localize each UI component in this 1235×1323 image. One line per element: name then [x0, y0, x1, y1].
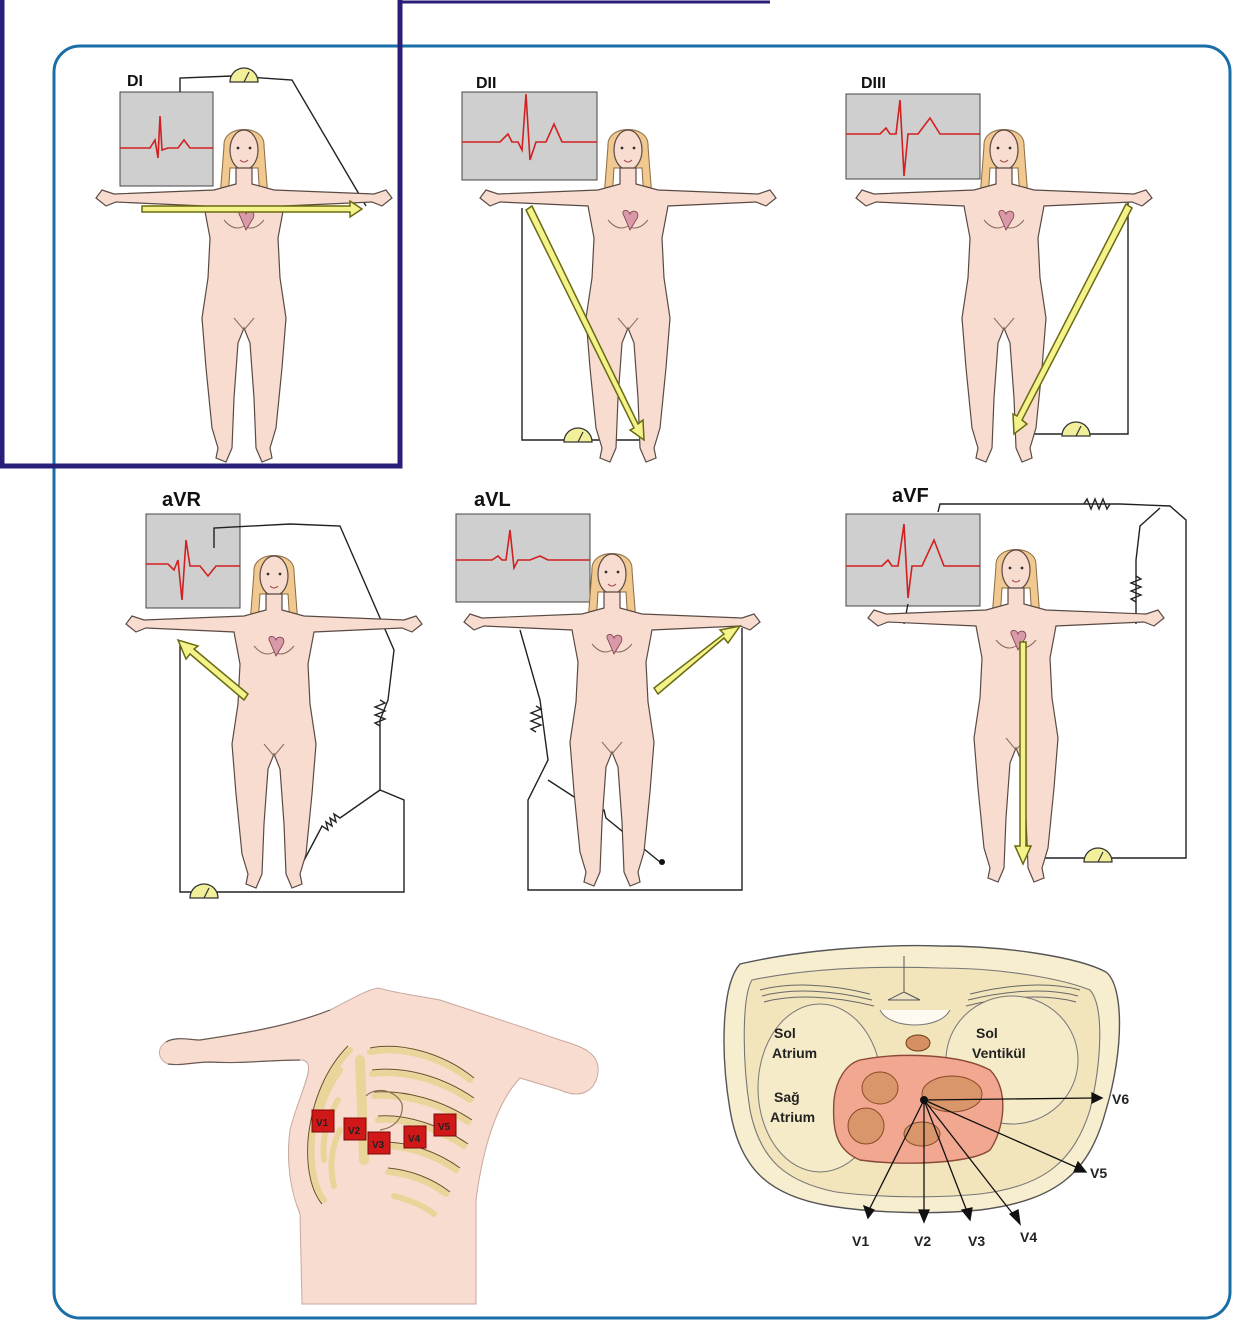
highlight-box-di [2, 0, 400, 466]
wire-avf-branch [1136, 508, 1160, 624]
ecg-strip-avf [846, 514, 980, 606]
label-sol-atrium-2: Atrium [772, 1045, 817, 1061]
lead-avl-title: aVL [474, 489, 511, 511]
electrode-v5: V5 [434, 1114, 456, 1136]
label-sol-ventrikul-2: Ventikül [972, 1045, 1026, 1061]
galvanometer-dii [564, 428, 592, 442]
electrode-v1-label: V1 [316, 1118, 329, 1129]
chest-illustration: V1 V2 V3 V4 V5 [159, 988, 598, 1304]
chamber-4 [904, 1122, 940, 1146]
label-v3: V3 [968, 1233, 985, 1249]
resistor-avr-2 [300, 790, 380, 868]
electrode-v3: V3 [368, 1132, 390, 1154]
ecg-strip-avl [456, 514, 590, 602]
label-sol-atrium-1: Sol [774, 1025, 796, 1041]
resistor-avl-1 [531, 706, 541, 732]
ecg-strip-diii [846, 94, 980, 179]
aorta [906, 1035, 930, 1051]
label-v2: V2 [914, 1233, 931, 1249]
chamber-3 [922, 1076, 982, 1112]
galvanometer-avf [1084, 848, 1112, 862]
electrode-v2-label: V2 [348, 1126, 361, 1137]
lead-avl-panel: aVL [456, 489, 760, 890]
electrode-v2: V2 [344, 1118, 366, 1140]
galvanometer-avr [190, 884, 218, 898]
galvanometer-di [230, 68, 258, 82]
lead-dii-panel: DII [462, 75, 776, 462]
ecg-strip-dii [462, 92, 597, 180]
galvanometer-diii [1062, 422, 1090, 436]
lead-avr-panel: aVR [126, 489, 422, 898]
electrode-v4: V4 [404, 1126, 426, 1148]
lead-diii-title: DIII [861, 75, 886, 92]
lead-di-panel: DI [96, 68, 392, 462]
ecg-strip-di [120, 92, 213, 186]
electrode-v1: V1 [312, 1110, 334, 1132]
lead-di-title: DI [127, 73, 143, 90]
label-sag-atrium-2: Atrium [770, 1109, 815, 1125]
lead-avr-title: aVR [162, 489, 201, 511]
figure-avl [464, 554, 760, 887]
lead-avf-panel: aVF [846, 485, 1186, 882]
label-v1: V1 [852, 1233, 869, 1249]
ecg-strip-avr [146, 514, 240, 608]
lead-avf-title: aVF [892, 485, 929, 507]
electrode-v3-label: V3 [372, 1140, 385, 1151]
label-sag-atrium-1: Sağ [774, 1089, 800, 1105]
chamber-2 [848, 1108, 884, 1144]
label-v4: V4 [1020, 1229, 1037, 1245]
label-sol-ventrikul-1: Sol [976, 1025, 998, 1041]
label-v6: V6 [1112, 1091, 1129, 1107]
lead-diii-panel: DIII [846, 75, 1152, 462]
label-v5: V5 [1090, 1165, 1107, 1181]
vector-arrow-avl [654, 626, 740, 694]
chamber-1 [862, 1072, 898, 1104]
electrode-v4-label: V4 [408, 1134, 421, 1145]
electrode-v5-label: V5 [438, 1122, 451, 1133]
lead-dii-title: DII [476, 75, 496, 92]
thorax-cross-section: Sol Atrium Sol Ventikül Sağ Atrium V1 V2… [724, 946, 1129, 1249]
electrode-dot-avl [659, 859, 665, 865]
